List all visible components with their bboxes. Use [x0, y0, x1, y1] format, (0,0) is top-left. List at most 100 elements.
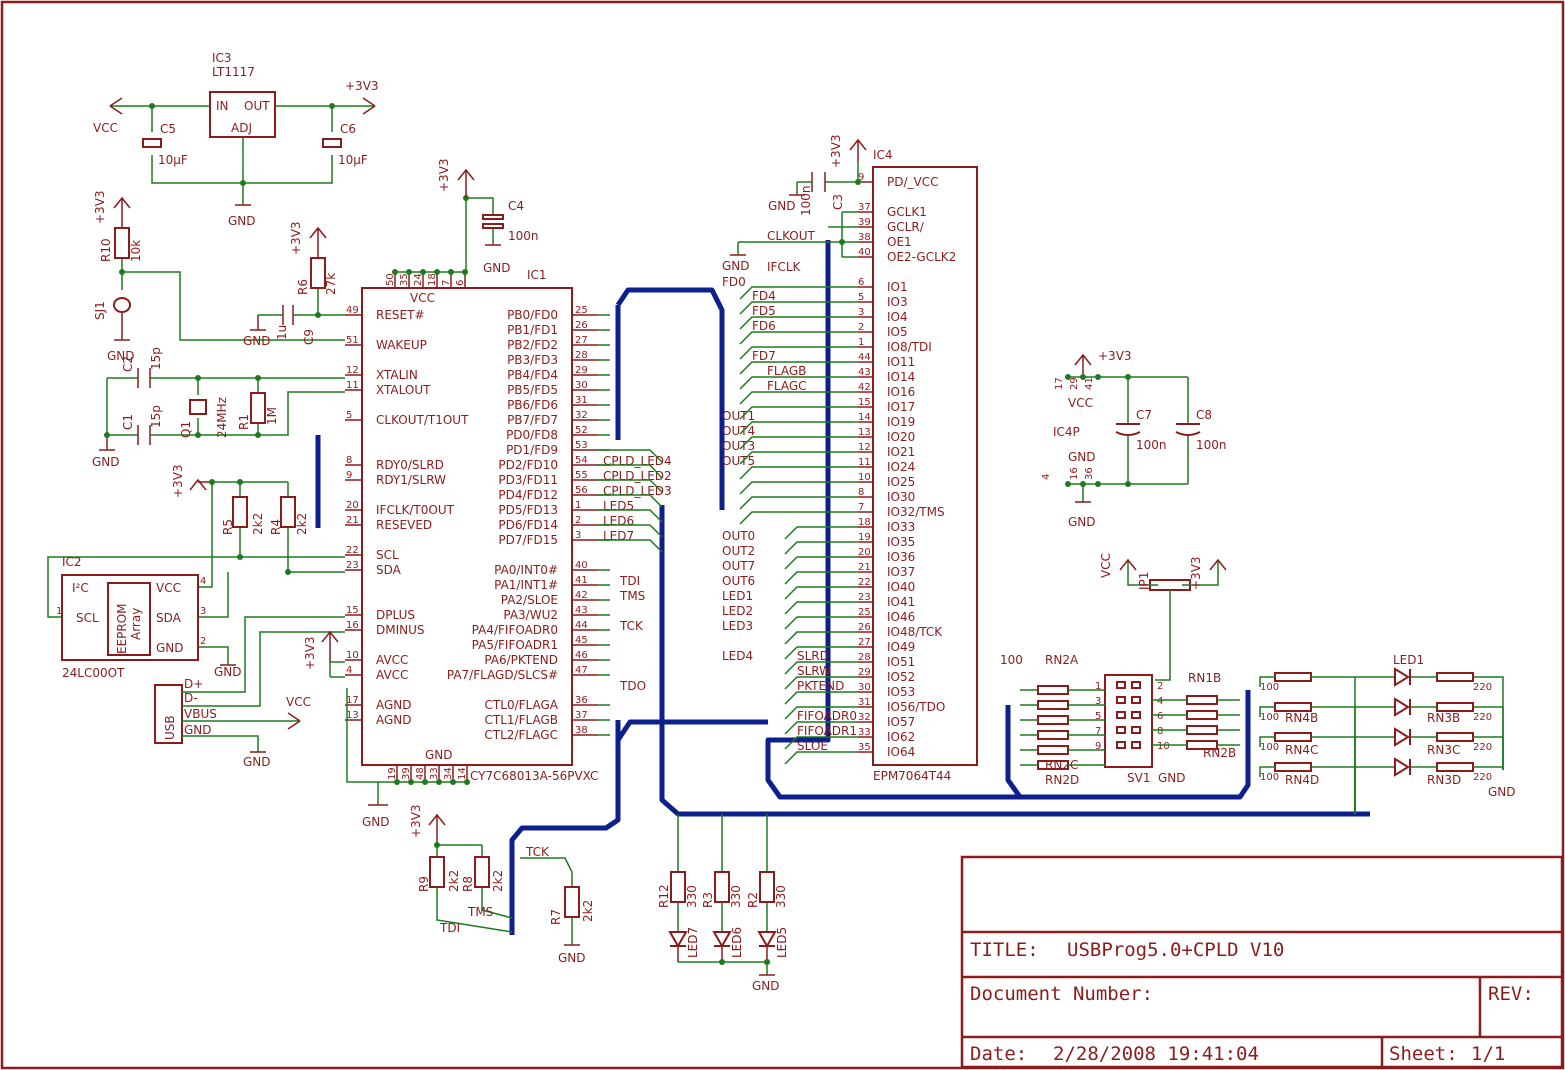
- rn3b-label: RN3B: [1427, 711, 1460, 725]
- ic2-scl: SCL: [76, 611, 99, 625]
- ic4-pin-number: 29: [858, 667, 871, 678]
- ic1-right-pin-label: PA1/INT1#: [494, 578, 558, 592]
- sv1-pin-pad: [1116, 696, 1126, 704]
- date-value: 2/28/2008 19:41:04: [1053, 1043, 1259, 1065]
- bus-lines: [315, 240, 1370, 935]
- tdo-label: TDO: [619, 679, 646, 693]
- ic4-pin-number: 26: [858, 622, 871, 633]
- c5-name: C5: [160, 122, 176, 136]
- ic1-right-pin-number: 28: [575, 350, 588, 361]
- v33-label-jtag: +3V3: [409, 804, 423, 838]
- ic4-net-wire: [739, 481, 858, 495]
- ic1-bottom-pin-number: 48: [415, 767, 426, 780]
- ic4-pin-label: IO41: [887, 595, 915, 609]
- rn2-resistor: [1037, 700, 1069, 710]
- v33-label-ic4: +3V3: [829, 134, 843, 168]
- ic1-right-pin-number: 47: [575, 665, 588, 676]
- sv1-name: SV1: [1127, 771, 1150, 785]
- led5-name: LED5: [775, 927, 789, 958]
- ic4-wires: [739, 286, 858, 765]
- ic4-pin-number: 11: [858, 457, 871, 468]
- ic4-pin-number: 37: [858, 202, 871, 213]
- gnd-label-ic4p: GND: [1068, 515, 1096, 529]
- rn3-resistor: [1436, 672, 1474, 682]
- out4-label: OUT4: [722, 424, 755, 438]
- c7-value: 100n: [1136, 438, 1167, 452]
- gnd-label-r7: GND: [558, 951, 586, 965]
- ic1-right-pin-number: 46: [575, 650, 588, 661]
- ic4-pin-label: IO49: [887, 640, 915, 654]
- ic1-right-pin-number: 55: [575, 470, 588, 481]
- sv1-pin-number: 10: [1157, 741, 1170, 752]
- r3-name: R3: [701, 892, 715, 908]
- ic4-pin-label: IO21: [887, 445, 915, 459]
- led6-name: LED6: [730, 927, 744, 958]
- ic4-net-wire: [739, 301, 858, 315]
- ic1-right-pin-number: 45: [575, 635, 588, 646]
- slrd-label: SLRD: [797, 649, 829, 663]
- ic1-gnd: GND: [425, 748, 453, 762]
- ic4-pin-label: GCLK1: [887, 205, 927, 219]
- gnd-label-sj1: GND: [107, 349, 135, 363]
- out1-label: OUT1: [722, 409, 755, 423]
- rn2c-label: RN2C: [1045, 758, 1078, 772]
- fd6-label: FD6: [752, 319, 776, 333]
- r12-value: 330: [685, 885, 699, 908]
- ic1-left-pin-number: 17: [346, 695, 359, 706]
- ic4-pin-number: 43: [858, 367, 871, 378]
- clkout-label: CLKOUT: [767, 229, 816, 243]
- q1-value: 24MHz: [215, 397, 229, 438]
- sv1-pin-number: 5: [1095, 711, 1101, 722]
- sv1-pin-pad: [1131, 696, 1141, 704]
- out3-label: OUT3: [722, 439, 755, 453]
- led1-label: LED1: [722, 589, 753, 603]
- ic1-right-pin-label: PD0/FD8: [506, 428, 558, 442]
- rn4-value: 100: [1260, 712, 1279, 723]
- slrw-label: SLRW: [797, 664, 831, 678]
- gnd-label-c3: GND: [768, 199, 796, 213]
- ic1-right-pin-label: PA6/PKTEND: [484, 653, 558, 667]
- ic4-net-wire: [784, 691, 858, 705]
- ic1-left-pin-label: DMINUS: [376, 623, 425, 637]
- ic1-left-pin-number: 11: [346, 380, 359, 391]
- ic1-name: IC1: [527, 268, 547, 282]
- ic3-part: LT1117: [212, 65, 255, 79]
- ic4-net-wire: [784, 541, 858, 555]
- ic4-pin-number: 35: [858, 742, 871, 753]
- rn4b-label: RN4B: [1285, 711, 1318, 725]
- ic1-right-pin-number: 32: [575, 410, 588, 421]
- vcc-label-usb: VCC: [286, 695, 311, 709]
- ic4-pin-label: IO36: [887, 550, 915, 564]
- ic4-net-wire: [739, 421, 858, 435]
- c1-name: C1: [121, 414, 135, 430]
- ic1-top-pin-number: 7: [441, 280, 452, 286]
- ic4-pin-number: 19: [858, 532, 871, 543]
- ic4-pin-number: 27: [858, 637, 871, 648]
- ic1-right-pin-label: CTL0/FLAGA: [485, 698, 559, 712]
- ic1-right-pin-label: PA3/WU2: [503, 608, 558, 622]
- r2-value: 330: [774, 885, 788, 908]
- ic1-right-pin-label: CTL2/FLAGC: [484, 728, 558, 742]
- ic4p-name: IC4P: [1053, 425, 1080, 439]
- rn-value-100-a: 100: [1000, 653, 1023, 667]
- ic4-pin-number: 6: [858, 277, 864, 288]
- sv1-pin-number: 6: [1157, 711, 1163, 722]
- rn1b-label: RN1B: [1188, 671, 1221, 685]
- ic3-out: OUT: [244, 99, 270, 113]
- sheet-value: 1/1: [1471, 1043, 1505, 1065]
- ic1-right-pin-number: 54: [575, 455, 588, 466]
- led3-label: LED3: [722, 619, 753, 633]
- ic4-net-wire: [739, 316, 858, 330]
- ic1-right-pin-label: PB2/FD2: [507, 338, 558, 352]
- ic4-pin-label: IO16: [887, 385, 915, 399]
- ic4-pin-label: PD/_VCC: [887, 175, 939, 189]
- ic4-net-wire: [784, 601, 858, 615]
- ic4-pin-label: IO40: [887, 580, 915, 594]
- c3-value: 100n: [799, 185, 813, 216]
- ic1-left-pin-label: DPLUS: [376, 608, 415, 622]
- ic4-pin-number: 18: [858, 517, 871, 528]
- ic1-right-pin-label: CTL1/FLAGB: [485, 713, 558, 727]
- ic1-bottom-pin-number: 19: [387, 767, 398, 780]
- gnd-label-sv1: GND: [1158, 771, 1186, 785]
- ic4-pin-number: 13: [858, 427, 871, 438]
